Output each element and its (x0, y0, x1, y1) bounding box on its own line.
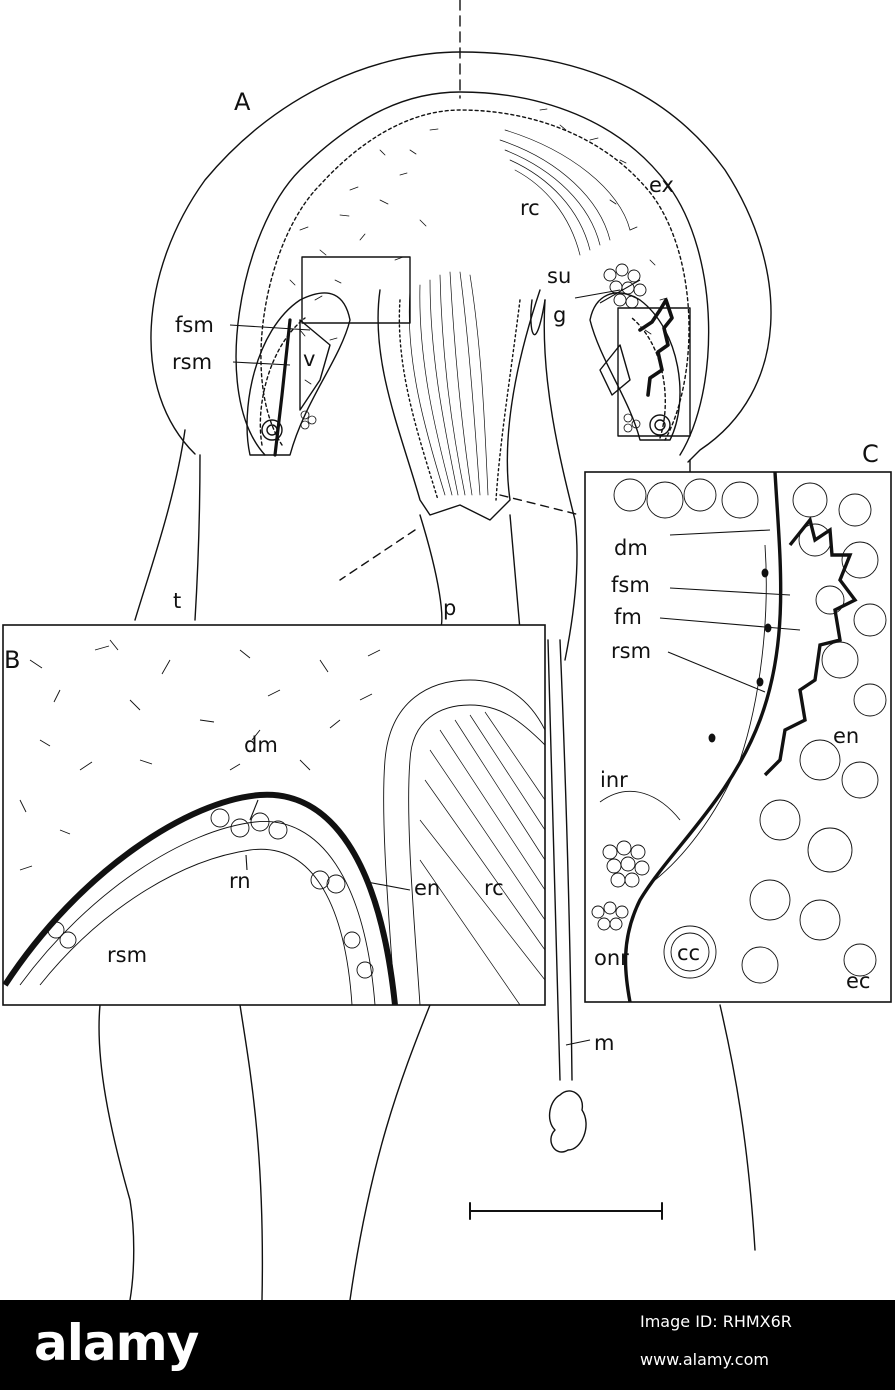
left-margin-lobe (246, 292, 351, 456)
label-en-b: en (414, 876, 440, 900)
tentacle-left-outer (134, 429, 186, 621)
inr-cells (602, 840, 650, 888)
onr-cells (591, 901, 629, 931)
figure-canvas: A C B ex rc su g fsm rsm v t p m dm en r… (2, 0, 892, 1301)
watermark-footer: alamy Image ID: RHMX6R www.alamy.com (0, 1300, 895, 1390)
label-fsm-a: fsm (175, 313, 214, 337)
fsm-fold (763, 516, 858, 777)
dm-band-b (2, 791, 398, 1006)
panel-c (584, 471, 892, 1003)
manubrium (419, 514, 521, 631)
label-ex: ex (649, 173, 674, 197)
rn-cells (47, 808, 374, 979)
tentacle-left-inner (194, 454, 201, 621)
label-cc: cc (677, 941, 700, 965)
velum-right (599, 344, 631, 396)
inset-box-c (617, 307, 691, 437)
label-p: p (443, 596, 456, 620)
label-ec: ec (846, 969, 870, 993)
mouth-stalk (547, 639, 573, 1081)
label-rsm-b: rsm (107, 943, 147, 967)
label-dm-b: dm (244, 733, 278, 757)
radial-canal-lines (408, 129, 631, 496)
label-en-c: en (833, 724, 859, 748)
label-inr: inr (600, 768, 628, 792)
radial-canal-outline (377, 289, 541, 521)
label-rsm-a: rsm (172, 350, 212, 374)
tentacle-bottom-d (719, 1004, 756, 1251)
dm-band-c (623, 471, 783, 1003)
inset-box-b (301, 256, 411, 324)
site-url: www.alamy.com (640, 1350, 769, 1369)
tentacle-bottom-c (349, 1004, 431, 1301)
label-rc: rc (520, 196, 540, 220)
label-dm-c: dm (614, 536, 648, 560)
alamy-logo: alamy (34, 1314, 199, 1372)
subumbrella-line (543, 299, 578, 661)
label-t: t (173, 589, 181, 613)
mesoglea-outline (235, 91, 710, 456)
circular-canal (663, 925, 717, 979)
label-onr: onr (594, 946, 629, 970)
panel-label-b: B (4, 646, 20, 674)
mesoglea-texture (289, 108, 668, 385)
label-su: su (547, 264, 571, 288)
jellyfish-diagram: A C B ex rc su g fsm rsm v t p m dm en r… (2, 0, 892, 1301)
tentacle-bottom-b (239, 1004, 264, 1301)
label-fm: fm (614, 605, 642, 629)
scale-bar (469, 1202, 663, 1220)
rsm-layer-c (654, 544, 767, 881)
label-g: g (553, 303, 566, 327)
left-muscle-band (273, 318, 292, 457)
muscle-nuclei (708, 568, 772, 743)
velum-left (299, 319, 331, 411)
right-muscle-band (638, 298, 674, 397)
panel-b (2, 624, 546, 1006)
endoderm-cells-b (383, 679, 546, 1006)
label-rsm-c: rsm (611, 639, 651, 663)
bell-outline (150, 51, 772, 463)
label-rn: rn (229, 869, 251, 893)
label-v: v (303, 347, 315, 371)
gonad-cells (603, 263, 647, 309)
image-id: Image ID: RHMX6R (640, 1312, 792, 1331)
label-m: m (594, 1031, 614, 1055)
mouth-bulb (548, 1090, 587, 1153)
panel-label-c: C (862, 440, 879, 468)
label-rc-b: rc (484, 876, 504, 900)
epithelium-outline (260, 109, 690, 446)
inr-leader (599, 790, 681, 821)
label-fsm-c: fsm (611, 573, 650, 597)
right-margin-lobe (589, 292, 681, 441)
panel-label-a: A (234, 88, 251, 116)
tentacle-bottom-a (98, 1004, 135, 1301)
cells-c-top (613, 478, 887, 984)
